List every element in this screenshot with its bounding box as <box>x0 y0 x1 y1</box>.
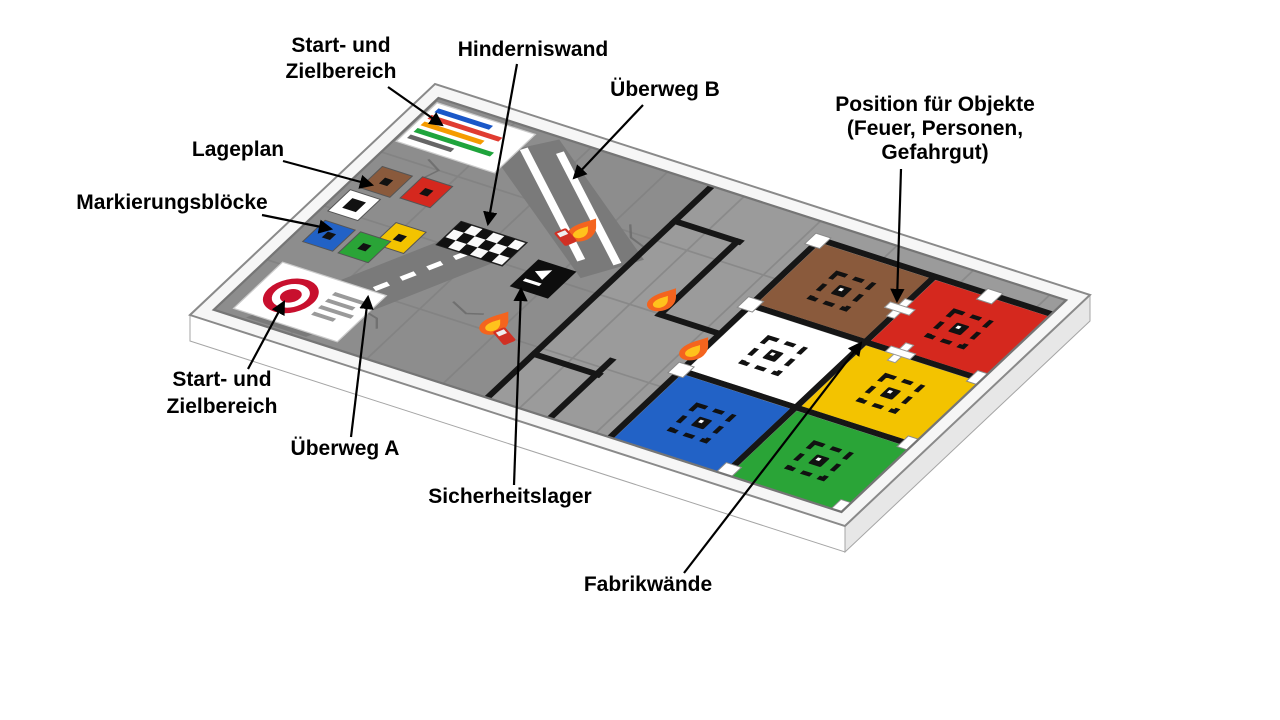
fire-truck-icon <box>554 228 577 246</box>
label-start-ziel-bottom: Start- und Zielbereich <box>167 300 286 418</box>
label-arrow <box>512 286 528 486</box>
label-text: Hinderniswand <box>458 38 609 61</box>
wall-inner-edge <box>211 96 1069 514</box>
label-start-ziel-top: Start- und Zielbereich <box>286 34 444 127</box>
label-text: Markierungsblöcke <box>76 191 267 214</box>
white-cross-marker-icon <box>883 298 916 320</box>
label-text: Überweg A <box>291 437 400 460</box>
label-markierungsbloecke: Markierungsblöcke <box>76 191 334 234</box>
white-position-marker-icon <box>803 232 832 250</box>
label-arrow <box>282 159 375 189</box>
label-arrow <box>683 341 863 574</box>
label-arrow <box>349 294 374 438</box>
annotations: Start- und Zielbereich Hinderniswand Übe… <box>76 34 1034 596</box>
obstacle-wall-checker-icon <box>436 221 519 263</box>
label-sicherheitslager: Sicherheitslager <box>428 286 592 508</box>
label-text: Sicherheitslager <box>428 485 591 508</box>
label-ueberweg-b: Überweg B <box>572 78 720 180</box>
dashed-object-markers <box>666 270 994 482</box>
white-cross-marker-icon <box>884 342 917 364</box>
label-text: Zielbereich <box>167 395 278 418</box>
label-fabrikwaende: Fabrikwände <box>584 341 863 596</box>
white-position-marker-icon <box>666 361 696 379</box>
label-lageplan: Lageplan <box>192 138 375 189</box>
safety-store-icon <box>534 270 553 280</box>
label-text: Lageplan <box>192 138 284 161</box>
label-arrow <box>890 168 905 304</box>
label-ueberweg-a: Überweg A <box>291 294 400 460</box>
label-text: Überweg B <box>610 78 720 101</box>
white-position-marker-icon <box>975 287 1004 305</box>
hinderniswand-wall <box>435 220 529 267</box>
label-arrow <box>483 63 519 227</box>
label-position-objekte: Position für Objekte (Feuer, Personen, G… <box>835 93 1035 304</box>
sponsor-card <box>407 108 503 157</box>
label-text: Fabrikwände <box>584 573 712 596</box>
lageplan-area <box>301 165 454 264</box>
label-text: Position für Objekte <box>835 93 1035 116</box>
label-text: Start- und <box>291 34 390 57</box>
object-position-crosses <box>883 298 917 364</box>
label-arrow <box>247 300 286 370</box>
label-text: (Feuer, Personen, <box>847 117 1023 140</box>
label-arrow <box>572 104 644 180</box>
field-object-icons <box>691 284 970 467</box>
arena-board <box>188 82 1092 554</box>
fire-truck-icon <box>493 327 516 345</box>
label-text: Zielbereich <box>286 60 397 83</box>
block-glyphs <box>321 177 434 252</box>
label-text: Gefahrgut) <box>881 141 988 164</box>
label-hinderniswand: Hinderniswand <box>458 38 609 227</box>
white-position-marker-icon <box>736 296 765 313</box>
label-arrow <box>261 213 334 234</box>
label-text: Start- und <box>172 368 271 391</box>
badge-text-lines <box>311 292 368 322</box>
label-arrow <box>387 86 444 127</box>
